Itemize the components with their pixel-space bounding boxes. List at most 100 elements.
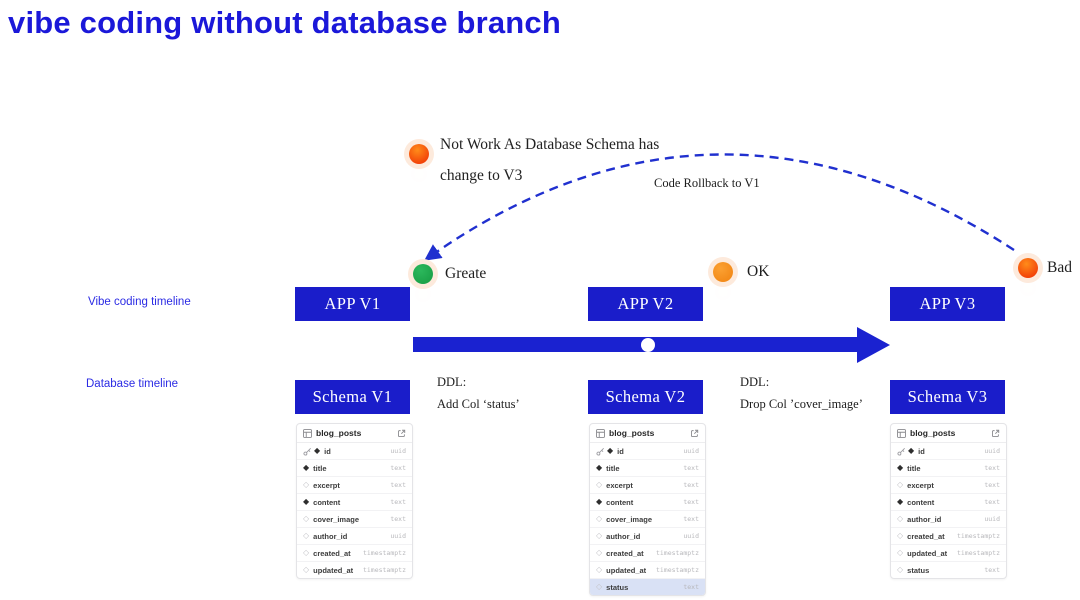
ddl-drop-cover-image-line1: DDL:: [740, 375, 770, 389]
ok-status-icon: [713, 262, 733, 282]
table-name: blog_posts: [609, 428, 655, 438]
column-name: title: [907, 463, 921, 473]
key-icon: [303, 447, 311, 456]
ddl-add-status: DDL: Add Col ‘status’: [437, 371, 520, 415]
column-name: status: [606, 582, 629, 592]
column-name: excerpt: [313, 480, 340, 490]
bad-label: Bad: [1047, 259, 1072, 276]
column-name: status: [907, 565, 930, 575]
app-v2-box: APP V2: [588, 287, 703, 321]
column-type: uuid: [984, 447, 1000, 455]
key-icon: [596, 447, 604, 456]
table-header: blog_posts: [590, 424, 705, 443]
diamond-empty-icon: ◇: [303, 565, 310, 574]
diamond-filled-icon: ◆: [314, 446, 321, 455]
diamond-filled-icon: ◆: [596, 463, 603, 472]
diamond-filled-icon: ◆: [897, 497, 904, 506]
column-name: content: [907, 497, 935, 507]
diamond-empty-icon: ◇: [596, 514, 603, 523]
ddl-add-status-line2: Add Col ‘status’: [437, 397, 520, 411]
column-type: text: [683, 583, 699, 591]
diamond-empty-icon: ◇: [596, 582, 603, 591]
diamond-filled-icon: ◆: [303, 463, 310, 472]
schema-v3-box: Schema V3: [890, 380, 1005, 414]
app-v1-box: APP V1: [295, 287, 410, 321]
schema-v1-box: Schema V1: [295, 380, 410, 414]
column-type: timestamptz: [362, 549, 406, 557]
greate-label: Greate: [445, 265, 487, 282]
schema-v2-box: Schema V2: [588, 380, 703, 414]
rollback-arc: [424, 153, 1015, 261]
column-type: text: [984, 464, 1000, 472]
column-type: uuid: [984, 515, 1000, 523]
external-link-icon: [991, 429, 1000, 437]
column-type: text: [390, 498, 406, 506]
diamond-empty-icon: ◇: [897, 548, 904, 557]
table-grid-icon: [897, 428, 906, 438]
external-link-icon: [690, 429, 699, 437]
column-type: text: [390, 464, 406, 472]
column-name: author_id: [606, 531, 641, 541]
column-name: author_id: [907, 514, 942, 524]
timeline-arrow-head: [857, 327, 890, 363]
diamond-filled-icon: ◆: [596, 497, 603, 506]
diamond-empty-icon: ◇: [303, 531, 310, 540]
table-row: ◇status text: [590, 579, 705, 595]
ok-label: OK: [747, 263, 770, 280]
column-type: timestamptz: [655, 566, 699, 574]
timeline-arrow-dot: [641, 338, 655, 352]
notwork-annotation-line1: Not Work As Database Schema has: [440, 136, 660, 153]
diamond-filled-icon: ◆: [908, 446, 915, 455]
column-type: text: [683, 464, 699, 472]
diamond-empty-icon: ◇: [897, 531, 904, 540]
greate-status-icon: [413, 264, 433, 284]
ddl-drop-cover-image: DDL: Drop Col ’cover_image’: [740, 371, 863, 415]
diamond-empty-icon: ◇: [596, 531, 603, 540]
column-name: created_at: [907, 531, 945, 541]
notwork-status-icon: [409, 144, 429, 164]
column-name: id: [324, 446, 331, 456]
timeline-arrow: [413, 337, 858, 352]
diamond-empty-icon: ◇: [303, 514, 310, 523]
column-name: excerpt: [606, 480, 633, 490]
column-type: uuid: [390, 532, 406, 540]
column-name: content: [606, 497, 634, 507]
column-name: content: [313, 497, 341, 507]
app-timeline-label: Vibe coding timeline: [88, 296, 191, 308]
key-icon: [897, 447, 905, 456]
ddl-add-status-line1: DDL:: [437, 375, 467, 389]
column-name: updated_at: [606, 565, 647, 575]
column-type: text: [683, 481, 699, 489]
diamond-filled-icon: ◆: [607, 446, 614, 455]
column-type: text: [683, 515, 699, 523]
diamond-empty-icon: ◇: [897, 480, 904, 489]
diamond-filled-icon: ◆: [303, 497, 310, 506]
diamond-empty-icon: ◇: [303, 480, 310, 489]
notwork-annotation-line2: change to V3: [440, 167, 523, 184]
external-link-icon: [397, 429, 406, 437]
column-name: cover_image: [606, 514, 653, 524]
